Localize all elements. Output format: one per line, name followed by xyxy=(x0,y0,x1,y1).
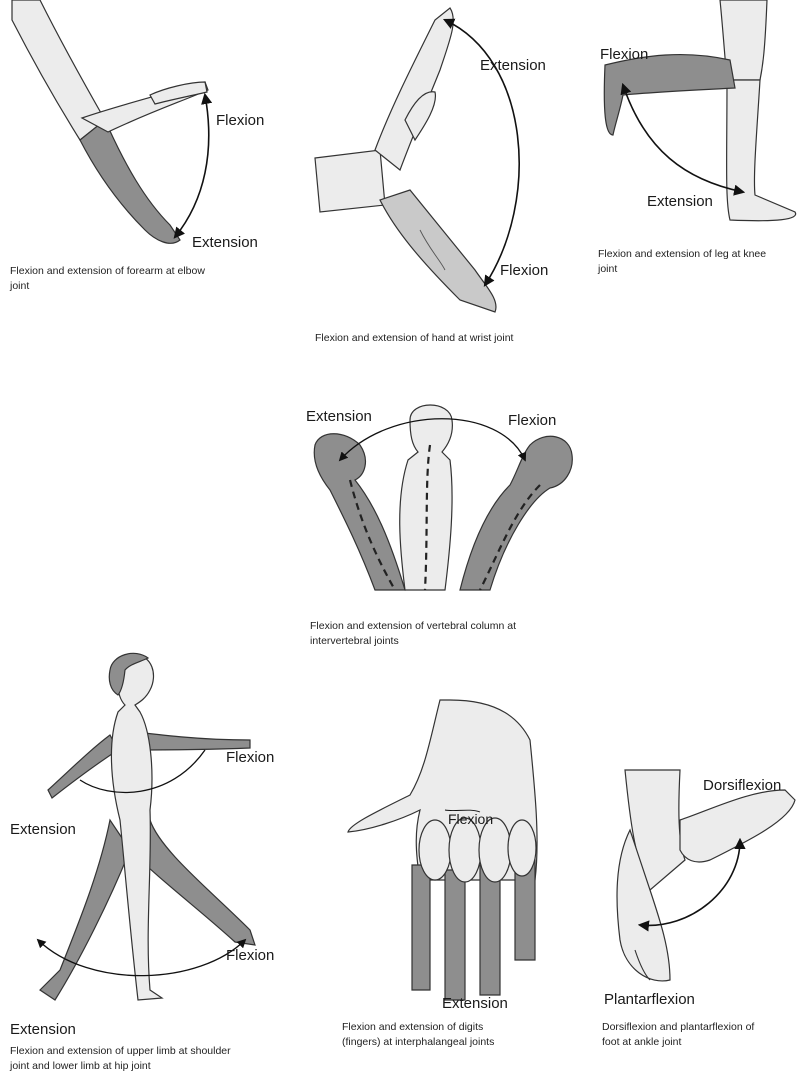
knee-caption-line1: Flexion and extension of leg at knee xyxy=(598,247,802,262)
hip-shoulder-caption-line1: Flexion and extension of upper limb at s… xyxy=(10,1044,310,1059)
shoulder-flexion-label: Flexion xyxy=(226,750,274,765)
panel-wrist: Extension Flexion Flexion and extension … xyxy=(300,0,590,350)
knee-flexion-label: Flexion xyxy=(600,47,648,62)
wrist-flexion-label: Flexion xyxy=(500,263,548,278)
ankle-dorsiflexion-label: Dorsiflexion xyxy=(703,778,781,793)
spine-caption: Flexion and extension of vertebral colum… xyxy=(310,619,590,649)
panel-fingers: Flexion Extension Flexion and extension … xyxy=(330,700,570,1058)
elbow-flexion-label: Flexion xyxy=(216,113,264,128)
ankle-plantarflexion-label: Plantarflexion xyxy=(604,992,695,1007)
fingers-illustration xyxy=(330,700,570,1000)
elbow-illustration xyxy=(0,0,290,260)
knee-extension-label: Extension xyxy=(647,194,713,209)
shoulder-extension-label: Extension xyxy=(10,822,76,837)
elbow-flexion-arrow xyxy=(175,95,209,237)
wrist-extension-label: Extension xyxy=(480,58,546,73)
knee-arrow xyxy=(623,85,743,192)
panel-ankle: Dorsiflexion Plantarflexion Dorsiflexion… xyxy=(590,770,802,1058)
hip-shoulder-caption: Flexion and extension of upper limb at s… xyxy=(10,1044,310,1074)
knee-caption: Flexion and extension of leg at knee joi… xyxy=(598,247,802,277)
wrist-caption-line1: Flexion and extension of hand at wrist j… xyxy=(315,331,585,346)
ankle-caption-line1: Dorsiflexion and plantarflexion of xyxy=(602,1020,802,1035)
fingers-caption-line1: Flexion and extension of digits xyxy=(342,1020,567,1035)
fingers-caption-line2: (fingers) at interphalangeal joints xyxy=(342,1035,567,1050)
panel-elbow: Flexion Extension Flexion and extension … xyxy=(0,0,290,320)
spine-caption-line2: intervertebral joints xyxy=(310,634,590,649)
elbow-extension-label: Extension xyxy=(192,235,258,250)
panel-knee: Flexion Extension Flexion and extension … xyxy=(595,0,802,290)
knee-caption-line2: joint xyxy=(598,262,802,277)
elbow-caption: Flexion and extension of forearm at elbo… xyxy=(10,264,280,294)
ankle-caption-line2: foot at ankle joint xyxy=(602,1035,802,1050)
panel-spine: Extension Flexion Flexion and extension … xyxy=(300,390,590,660)
spine-extension-label: Extension xyxy=(306,409,372,424)
fingers-flexion-label: Flexion xyxy=(448,812,493,826)
spine-caption-line1: Flexion and extension of vertebral colum… xyxy=(310,619,590,634)
hip-shoulder-caption-line2: joint and lower limb at hip joint xyxy=(10,1059,310,1074)
hip-extension-label: Extension xyxy=(10,1022,76,1037)
ankle-illustration xyxy=(590,770,802,1000)
hip-flexion-label: Flexion xyxy=(226,948,274,963)
fingers-caption: Flexion and extension of digits (fingers… xyxy=(342,1020,567,1050)
spine-flexion-label: Flexion xyxy=(508,413,556,428)
fingers-extension-label: Extension xyxy=(442,996,508,1011)
panel-hip-shoulder: Flexion Extension Flexion Extension Flex… xyxy=(0,650,310,1058)
elbow-caption-line1: Flexion and extension of forearm at elbo… xyxy=(10,264,280,279)
ankle-caption: Dorsiflexion and plantarflexion of foot … xyxy=(602,1020,802,1050)
elbow-caption-line2: joint xyxy=(10,279,280,294)
wrist-caption: Flexion and extension of hand at wrist j… xyxy=(315,331,585,346)
